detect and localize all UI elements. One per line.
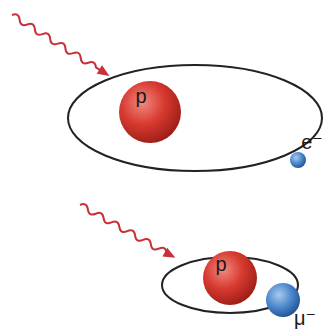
proton-sphere	[119, 81, 181, 143]
proton-label: p	[135, 86, 146, 106]
electron-sphere	[290, 152, 306, 168]
electron-label: e⁻	[301, 132, 323, 152]
proton-label: p	[215, 254, 226, 274]
electron-orbit	[68, 65, 322, 171]
photon-wave	[78, 201, 178, 263]
photon-wave	[9, 11, 112, 80]
proton-sphere	[203, 251, 257, 305]
muon-label: μ⁻	[294, 308, 316, 328]
